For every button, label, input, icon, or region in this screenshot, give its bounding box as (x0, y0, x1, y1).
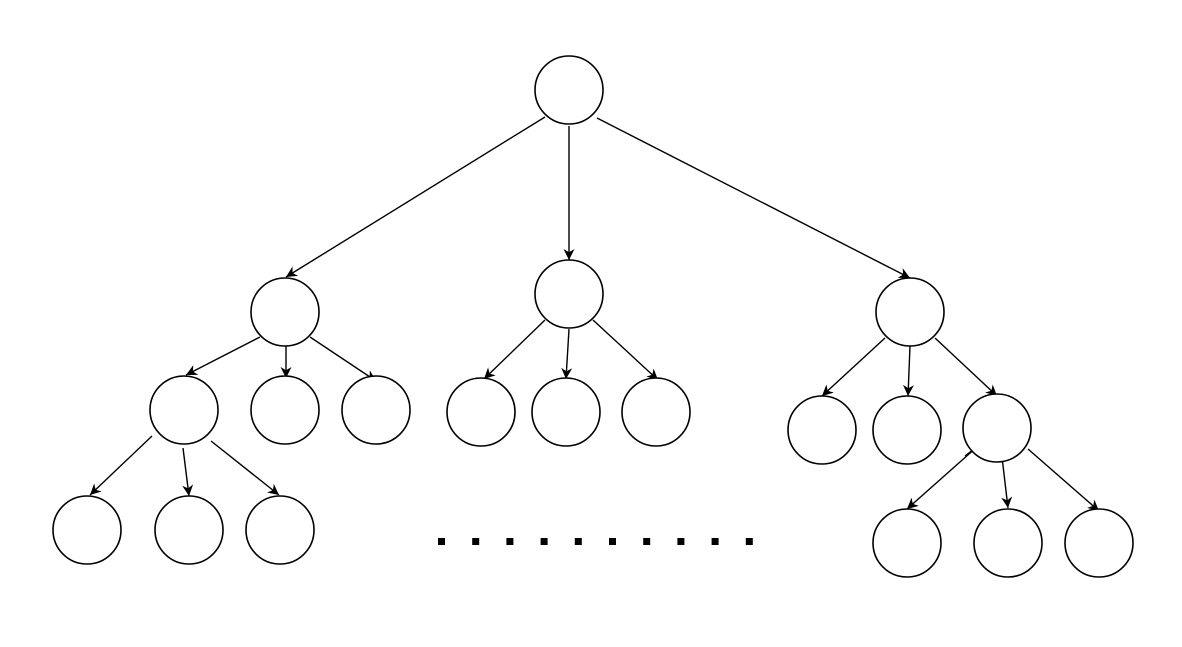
node-circle (621, 377, 691, 447)
tree-node-n1c (341, 375, 411, 445)
node-circle (531, 377, 601, 447)
tree-node-n3b (872, 395, 942, 465)
edge-n1a-n1a2 (182, 447, 194, 497)
tree-node-n3a (787, 395, 857, 465)
edge-n2-n2b (561, 328, 573, 380)
tree-node-n2a (446, 377, 516, 447)
edge-n3c-n3c3 (1027, 448, 1100, 512)
nodes-layer (52, 55, 1134, 578)
ellipsis-dot (711, 538, 719, 545)
tree-node-n2 (534, 259, 604, 329)
tree-node-n3c (962, 393, 1032, 463)
edge-n3-n3a (821, 337, 886, 397)
node-circle (446, 377, 516, 447)
tree-node-n1a2 (154, 495, 224, 565)
ellipsis-dot (643, 538, 651, 545)
edge-n3-n3b (902, 345, 914, 397)
tree-node-n3c3 (1064, 508, 1134, 578)
node-circle (1064, 508, 1134, 578)
node-circle (250, 277, 320, 347)
edge-n1-n1c (309, 336, 377, 382)
tree-node-n1a (149, 375, 219, 445)
node-circle (250, 375, 320, 445)
node-circle (962, 393, 1032, 463)
node-circle (149, 375, 219, 445)
node-circle (872, 395, 942, 465)
tree-node-n3 (875, 277, 945, 347)
edge-n1a-n1a3 (210, 440, 280, 496)
ellipsis-dot (745, 538, 753, 545)
node-circle (534, 259, 604, 329)
node-circle (534, 55, 604, 125)
edge-n1-n1a (185, 336, 261, 376)
node-circle (872, 508, 942, 578)
tree-node-root (534, 55, 604, 125)
ellipsis-dot (540, 538, 548, 545)
edge-n3c-n3c2 (1001, 456, 1013, 509)
edge-root-n3 (596, 117, 911, 279)
edge-n3c-n3c1 (906, 445, 979, 510)
edge-n1a-n1a1 (89, 435, 153, 496)
ellipsis-dot (677, 538, 685, 545)
edges-layer (89, 116, 1100, 512)
tree-node-n3c2 (973, 508, 1043, 578)
edge-n2-n2c (592, 319, 659, 381)
node-circle (52, 495, 122, 565)
node-circle (245, 495, 315, 565)
edge-n2-n2a (483, 319, 546, 380)
ellipsis-dot (506, 538, 514, 545)
tree-node-n3c1 (872, 508, 942, 578)
node-circle (154, 495, 224, 565)
ellipsis (438, 538, 753, 545)
ellipsis-dot (438, 538, 445, 545)
edge-root-n1 (285, 116, 546, 278)
tree-node-n1a3 (245, 495, 315, 565)
tree-node-n1 (250, 277, 320, 347)
ellipsis-dot (472, 538, 480, 545)
node-circle (787, 395, 857, 465)
tree-node-n1b (250, 375, 320, 445)
ellipsis-dot (609, 538, 616, 545)
ellipsis-dot (574, 538, 582, 545)
node-circle (875, 277, 945, 347)
tree-node-n2c (621, 377, 691, 447)
edge-n3-n3c (934, 337, 998, 397)
tree-node-n2b (531, 377, 601, 447)
node-circle (973, 508, 1043, 578)
node-circle (341, 375, 411, 445)
tree-node-n1a1 (52, 495, 122, 565)
